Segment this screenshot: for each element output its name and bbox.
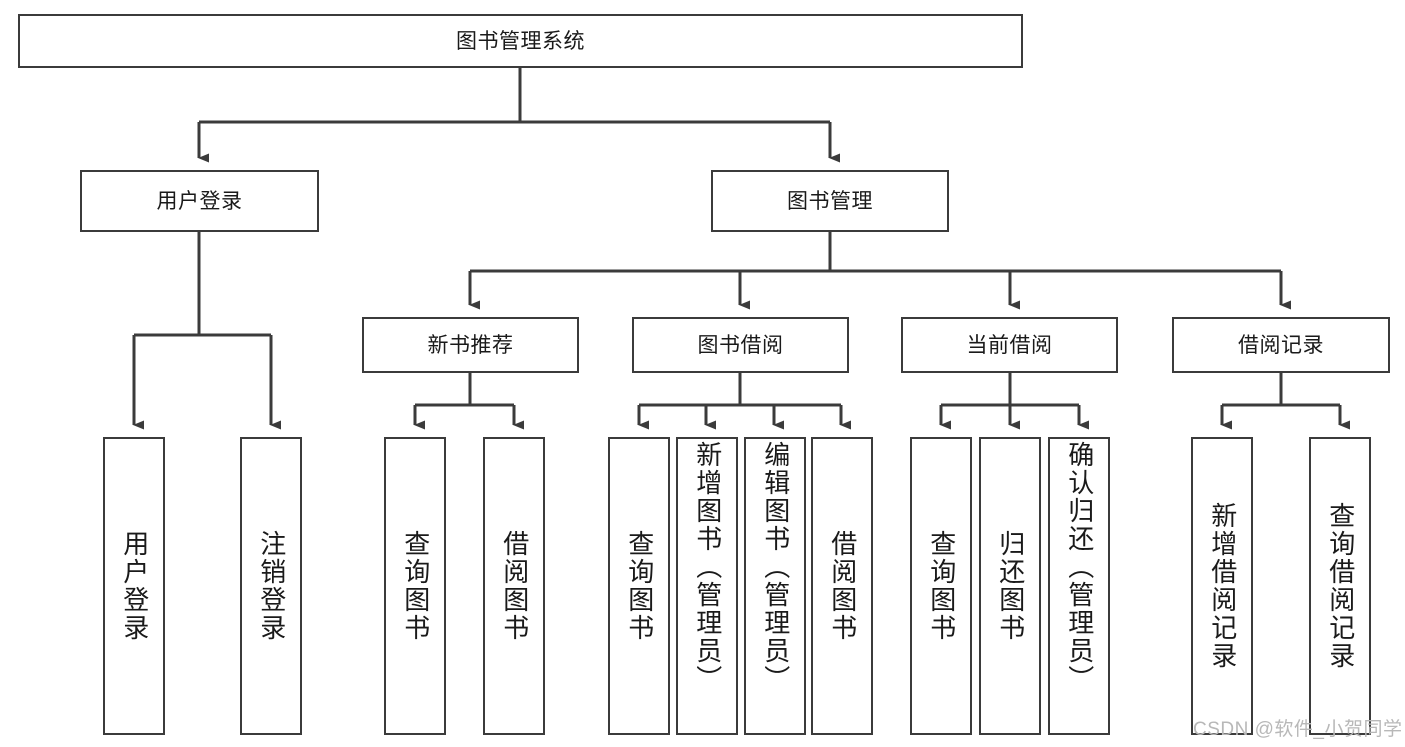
node-label: 编辑图书（管理员） bbox=[760, 441, 791, 693]
leaf-query-borrow-record[interactable]: 查询借阅记录 bbox=[1309, 437, 1371, 735]
node-label: 查询图书 bbox=[624, 530, 655, 642]
node-label: 新增借阅记录 bbox=[1207, 502, 1238, 670]
node-label: 新书推荐 bbox=[427, 333, 514, 357]
node-label: 用户登录 bbox=[156, 189, 243, 213]
node-label: 新增图书（管理员） bbox=[692, 441, 723, 693]
node-label: 图书管理 bbox=[787, 189, 873, 213]
leaf-add-borrow-record[interactable]: 新增借阅记录 bbox=[1191, 437, 1253, 735]
leaf-borrow-book-1[interactable]: 借阅图书 bbox=[483, 437, 545, 735]
node-label: 借阅记录 bbox=[1238, 333, 1324, 357]
leaf-user-login[interactable]: 用户登录 bbox=[103, 437, 165, 735]
leaf-borrow-book-2[interactable]: 借阅图书 bbox=[811, 437, 873, 735]
node-new-book-recommend[interactable]: 新书推荐 bbox=[362, 317, 579, 373]
leaf-query-book-3[interactable]: 查询图书 bbox=[910, 437, 972, 735]
node-label: 查询图书 bbox=[926, 530, 957, 642]
node-book-management[interactable]: 图书管理 bbox=[711, 170, 949, 232]
node-book-borrow[interactable]: 图书借阅 bbox=[632, 317, 849, 373]
node-label: 归还图书 bbox=[995, 530, 1026, 642]
leaf-query-book-2[interactable]: 查询图书 bbox=[608, 437, 670, 735]
node-label: 图书管理系统 bbox=[456, 29, 585, 53]
leaf-query-book-1[interactable]: 查询图书 bbox=[384, 437, 446, 735]
leaf-logout-login[interactable]: 注销登录 bbox=[240, 437, 302, 735]
node-label: 当前借阅 bbox=[966, 333, 1053, 357]
node-current-borrow[interactable]: 当前借阅 bbox=[901, 317, 1118, 373]
node-label: 图书借阅 bbox=[697, 333, 784, 357]
node-root-system[interactable]: 图书管理系统 bbox=[18, 14, 1023, 68]
leaf-edit-book-admin[interactable]: 编辑图书（管理员） bbox=[744, 437, 806, 735]
leaf-confirm-return-admin[interactable]: 确认归还（管理员） bbox=[1048, 437, 1110, 735]
node-label: 查询借阅记录 bbox=[1325, 502, 1356, 670]
node-label: 借阅图书 bbox=[499, 530, 530, 642]
leaf-add-book-admin[interactable]: 新增图书（管理员） bbox=[676, 437, 738, 735]
node-label: 查询图书 bbox=[400, 530, 431, 642]
node-label: 确认归还（管理员） bbox=[1064, 441, 1095, 693]
leaf-return-book[interactable]: 归还图书 bbox=[979, 437, 1041, 735]
csdn-watermark: CSDN @软件_小贺同学 bbox=[1193, 719, 1403, 740]
node-label: 用户登录 bbox=[119, 530, 150, 642]
node-label: 注销登录 bbox=[256, 530, 287, 642]
node-borrow-record[interactable]: 借阅记录 bbox=[1172, 317, 1390, 373]
node-user-login[interactable]: 用户登录 bbox=[80, 170, 319, 232]
node-label: 借阅图书 bbox=[827, 530, 858, 642]
